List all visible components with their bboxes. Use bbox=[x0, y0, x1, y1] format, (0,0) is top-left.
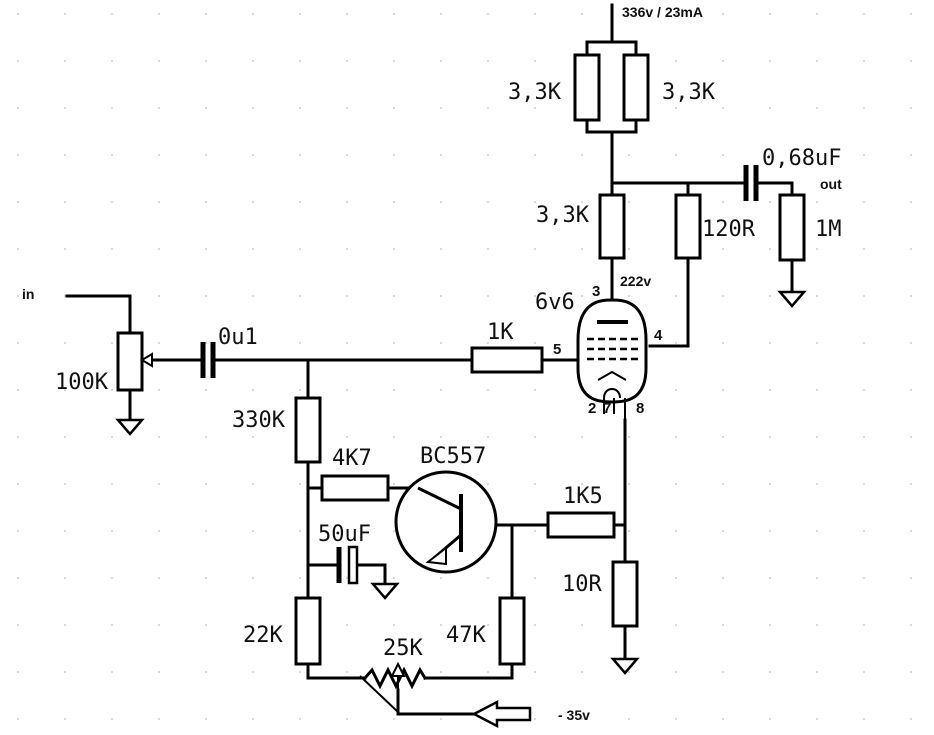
resistor-330k bbox=[294, 396, 322, 464]
resistor-3k3-left bbox=[573, 53, 601, 122]
resistor-1m bbox=[778, 193, 806, 262]
label-r-1m: 1M bbox=[815, 217, 842, 242]
label-r-120r: 120R bbox=[702, 217, 756, 242]
label-pin-3: 3 bbox=[592, 283, 600, 300]
resistor-3k3-plate bbox=[598, 193, 626, 260]
label-cap-0u1: 0u1 bbox=[218, 325, 258, 350]
vacuum-tube-6v6 bbox=[576, 298, 648, 420]
label-r-1k5: 1K5 bbox=[563, 484, 603, 509]
label-r-3k3-plate: 3,3K bbox=[536, 203, 590, 228]
label-pot-25k: 25K bbox=[383, 636, 423, 661]
ground-symbol-cap bbox=[370, 582, 400, 600]
label-pin-4: 4 bbox=[654, 327, 663, 344]
label-in: in bbox=[22, 286, 34, 302]
labels: 336v / 23mA 3,3K 3,3K 0,68uF out 3,3K 12… bbox=[22, 4, 842, 723]
potentiometer-25k bbox=[359, 661, 428, 713]
capacitors bbox=[200, 165, 759, 585]
label-supply: 336v / 23mA bbox=[622, 4, 703, 20]
capacitor-0u1 bbox=[200, 342, 216, 378]
resistor-1k bbox=[470, 346, 544, 374]
label-r-22k: 22K bbox=[243, 623, 283, 648]
ground-symbol-input bbox=[115, 418, 145, 436]
resistors bbox=[294, 53, 806, 666]
label-r-4k7: 4K7 bbox=[332, 446, 372, 471]
label-pin-7: 7 bbox=[603, 400, 611, 417]
label-r-3k3-right: 3,3K bbox=[662, 80, 716, 105]
grid-dots bbox=[17, 13, 912, 720]
wires bbox=[65, 3, 794, 716]
label-pin-2: 2 bbox=[588, 400, 596, 417]
label-r-47k: 47K bbox=[446, 623, 486, 648]
resistor-10r bbox=[611, 560, 639, 628]
capacitor-0-68uf bbox=[743, 165, 759, 201]
resistor-3k3-right bbox=[622, 53, 650, 122]
label-neg-supply: - 35v bbox=[558, 707, 590, 723]
label-r-3k3-left: 3,3K bbox=[508, 80, 562, 105]
ground-symbols bbox=[115, 290, 807, 675]
ground-symbol-output bbox=[777, 290, 807, 308]
label-r-330k: 330K bbox=[232, 408, 286, 433]
label-cap-50uf: 50uF bbox=[318, 522, 371, 547]
resistor-120r bbox=[674, 193, 702, 260]
label-cap-0-68uf: 0,68uF bbox=[762, 146, 841, 171]
ground-symbol-cathode bbox=[610, 657, 640, 675]
label-pin-5: 5 bbox=[553, 341, 561, 358]
label-pin-8: 8 bbox=[636, 400, 644, 417]
label-tube-6v6: 6v6 bbox=[535, 290, 575, 315]
label-transistor-bc557: BC557 bbox=[420, 444, 486, 469]
potentiometer-100k bbox=[116, 331, 153, 392]
label-r-10r: 10R bbox=[562, 572, 602, 597]
resistor-1k5 bbox=[546, 511, 616, 539]
label-plate-voltage: 222v bbox=[620, 273, 651, 289]
label-out: out bbox=[820, 176, 842, 192]
label-r-1k: 1K bbox=[487, 320, 514, 345]
resistor-4k7 bbox=[320, 474, 390, 502]
label-pot-100k: 100K bbox=[55, 370, 109, 395]
capacitor-50uf bbox=[336, 545, 359, 585]
resistor-22k bbox=[294, 596, 322, 666]
negative-supply-arrow bbox=[471, 699, 532, 729]
transistor-bc557 bbox=[394, 470, 498, 574]
resistor-47k bbox=[498, 596, 526, 666]
